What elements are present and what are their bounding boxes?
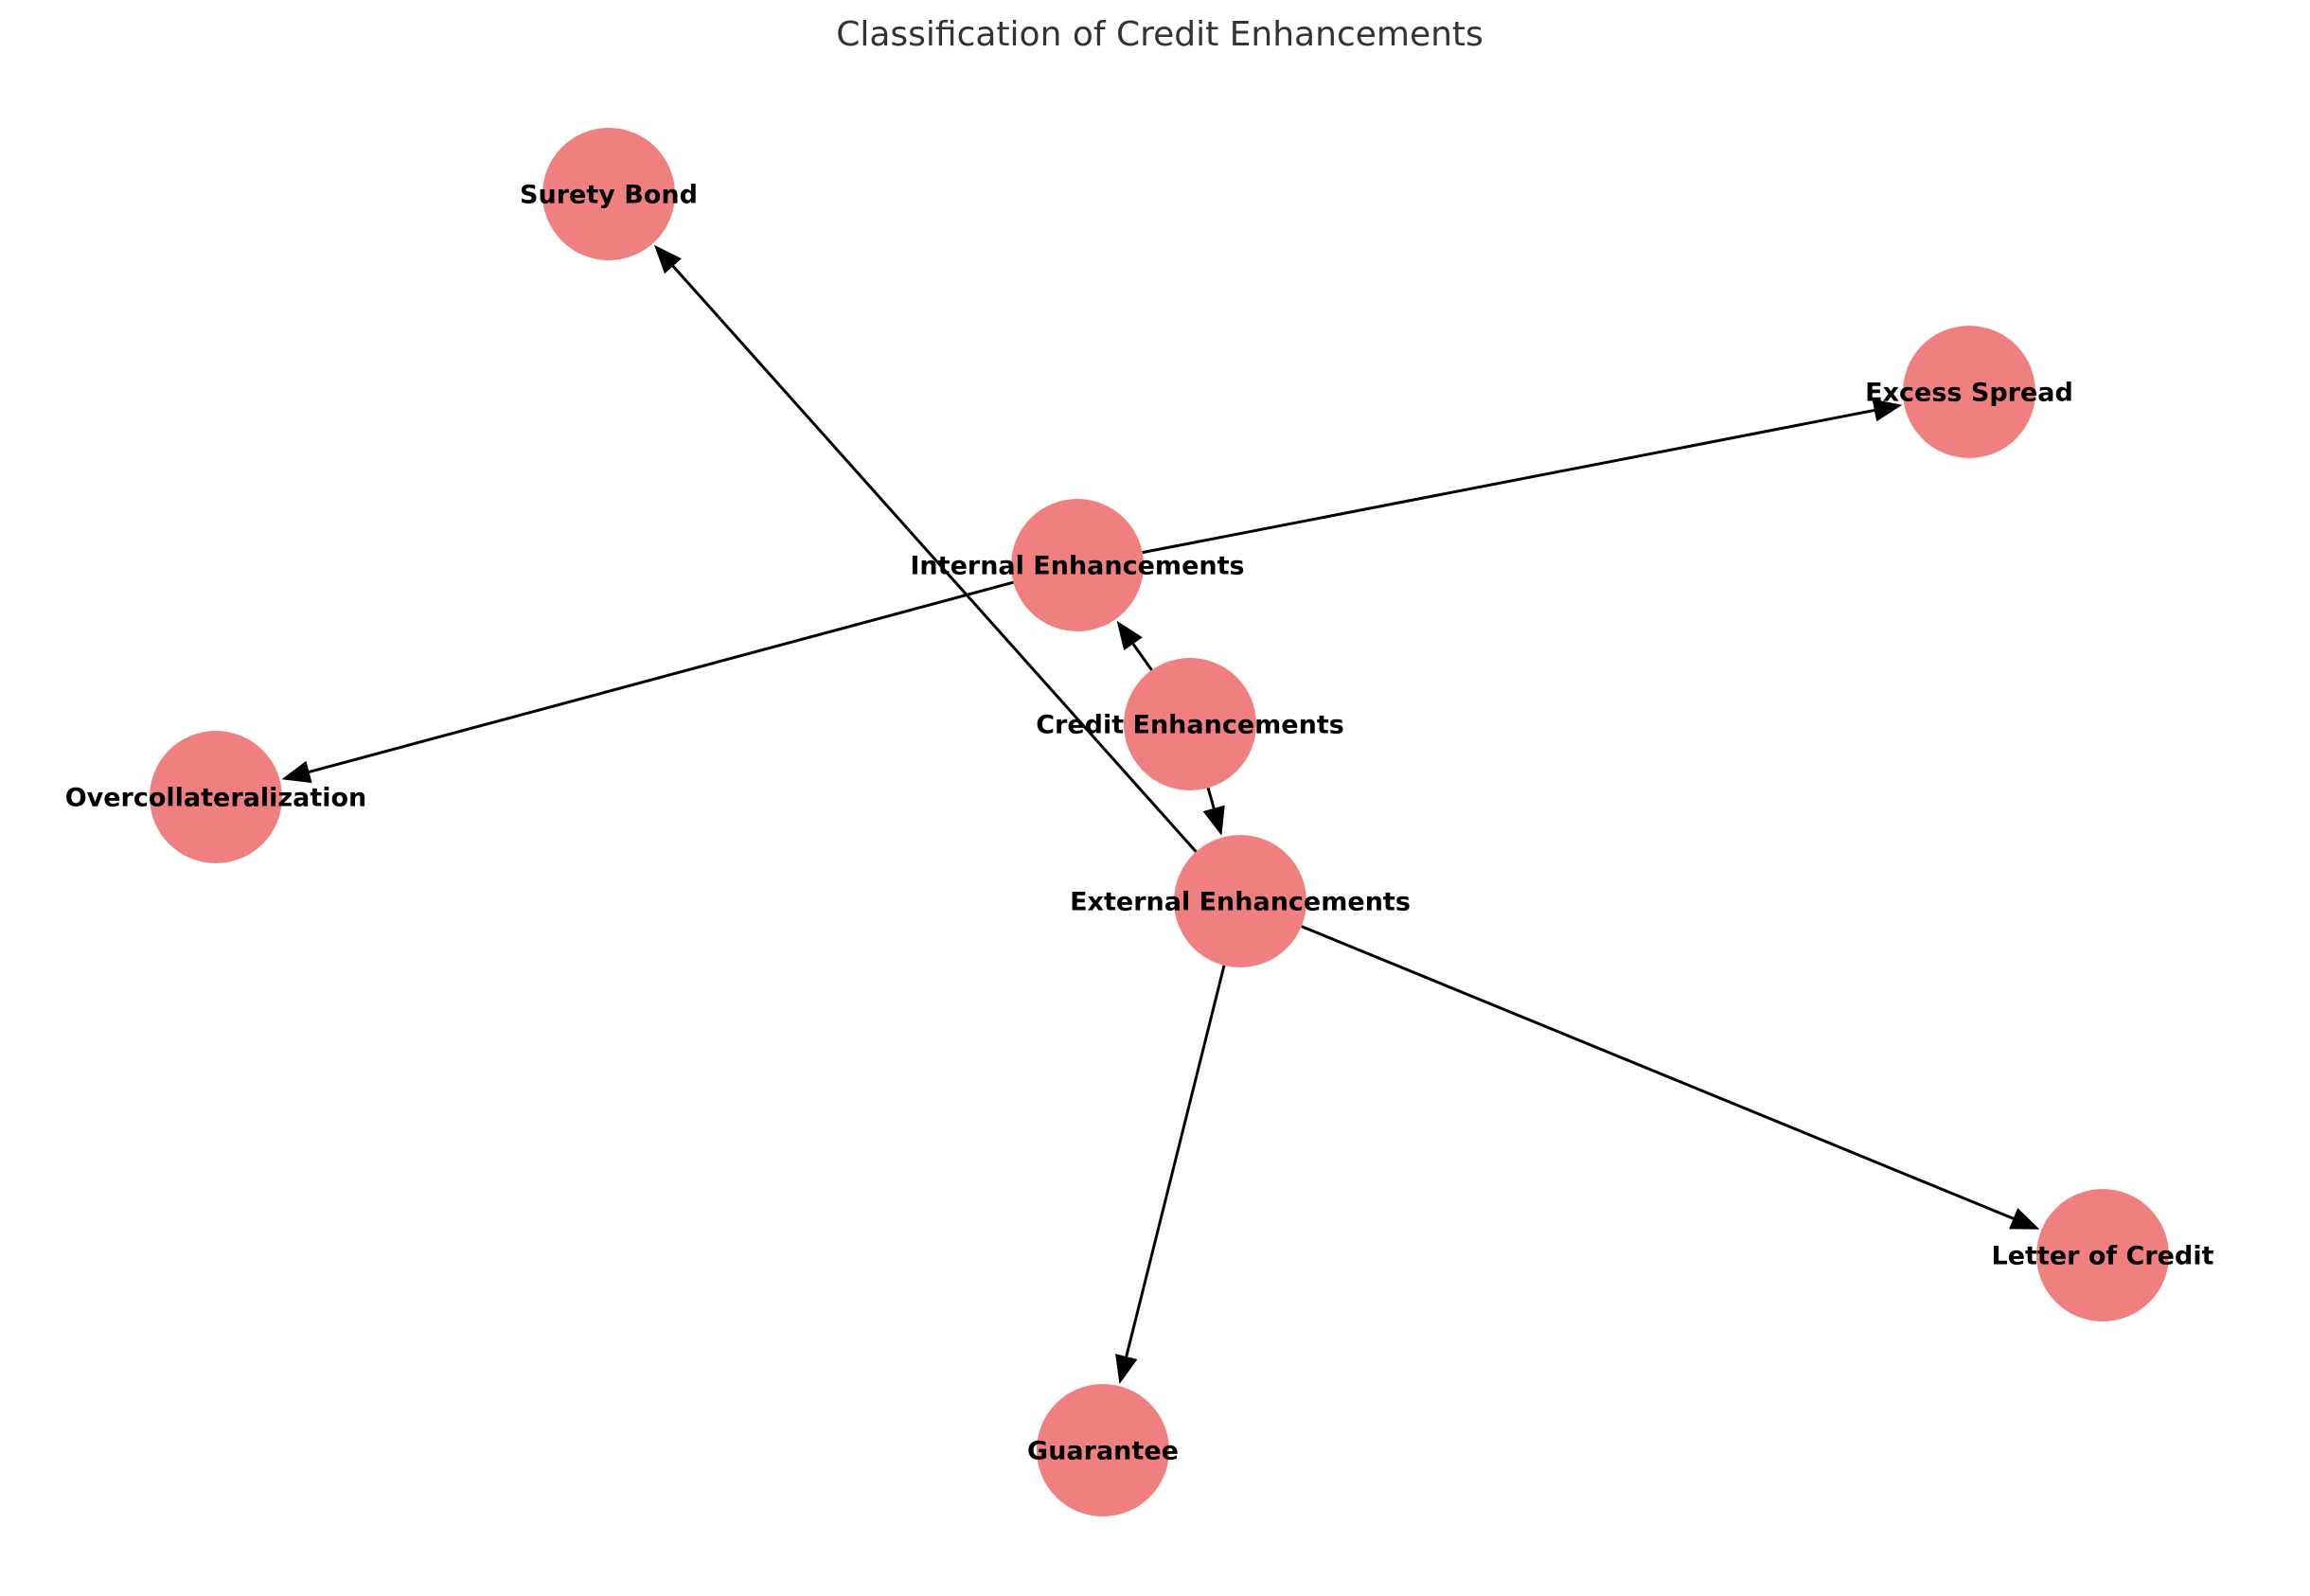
node-label-overcoll: Overcollateralization [65, 784, 367, 813]
node-label-surety: Surety Bond [520, 181, 698, 210]
edge-external-to-loc [1301, 925, 2040, 1230]
arrowhead-icon [281, 760, 312, 784]
node-internal [1011, 499, 1144, 631]
edge-line [1301, 925, 2015, 1220]
arrowhead-icon [2009, 1208, 2040, 1230]
arrowhead-icon [653, 244, 682, 275]
edge-external-to-guarantee [1115, 965, 1226, 1385]
edge-internal-to-excess [1142, 399, 1903, 555]
edge-line [1131, 643, 1153, 671]
node-label-credit: Credit Enhancements [1036, 711, 1344, 740]
edge-line [1142, 408, 1875, 555]
edge-line [309, 580, 1014, 773]
node-loc [2036, 1189, 2169, 1321]
edge-internal-to-overcoll [281, 580, 1014, 784]
diagram-title: Classification of Credit Enhancements [836, 15, 1484, 54]
node-guarantee [1037, 1384, 1169, 1516]
nodes-layer [150, 128, 2169, 1516]
arrowhead-icon [1116, 620, 1143, 651]
node-external [1174, 835, 1306, 967]
node-label-internal: Internal Enhancements [910, 552, 1244, 581]
edge-line [1125, 965, 1226, 1357]
arrowhead-icon [1872, 399, 1903, 422]
edges-layer [281, 244, 2040, 1385]
edge-credit-to-internal [1116, 620, 1153, 671]
edge-line [671, 265, 1198, 853]
node-credit [1124, 658, 1256, 790]
arrowhead-icon [1202, 805, 1225, 836]
node-label-loc: Letter of Credit [1992, 1242, 2214, 1271]
node-overcoll [150, 731, 282, 863]
edge-external-to-surety [653, 244, 1198, 853]
labels-layer: Credit Enhancements Internal Enhancements… [65, 181, 2214, 1466]
arrowhead-icon [1115, 1354, 1138, 1385]
node-excess [1903, 326, 2035, 458]
edge-line [1206, 787, 1216, 809]
node-label-guarantee: Guarantee [1027, 1437, 1179, 1466]
node-label-external: External Enhancements [1070, 888, 1411, 917]
node-label-excess: Excess Spread [1865, 379, 2073, 408]
node-surety [542, 128, 675, 260]
edge-credit-to-external [1202, 787, 1225, 836]
